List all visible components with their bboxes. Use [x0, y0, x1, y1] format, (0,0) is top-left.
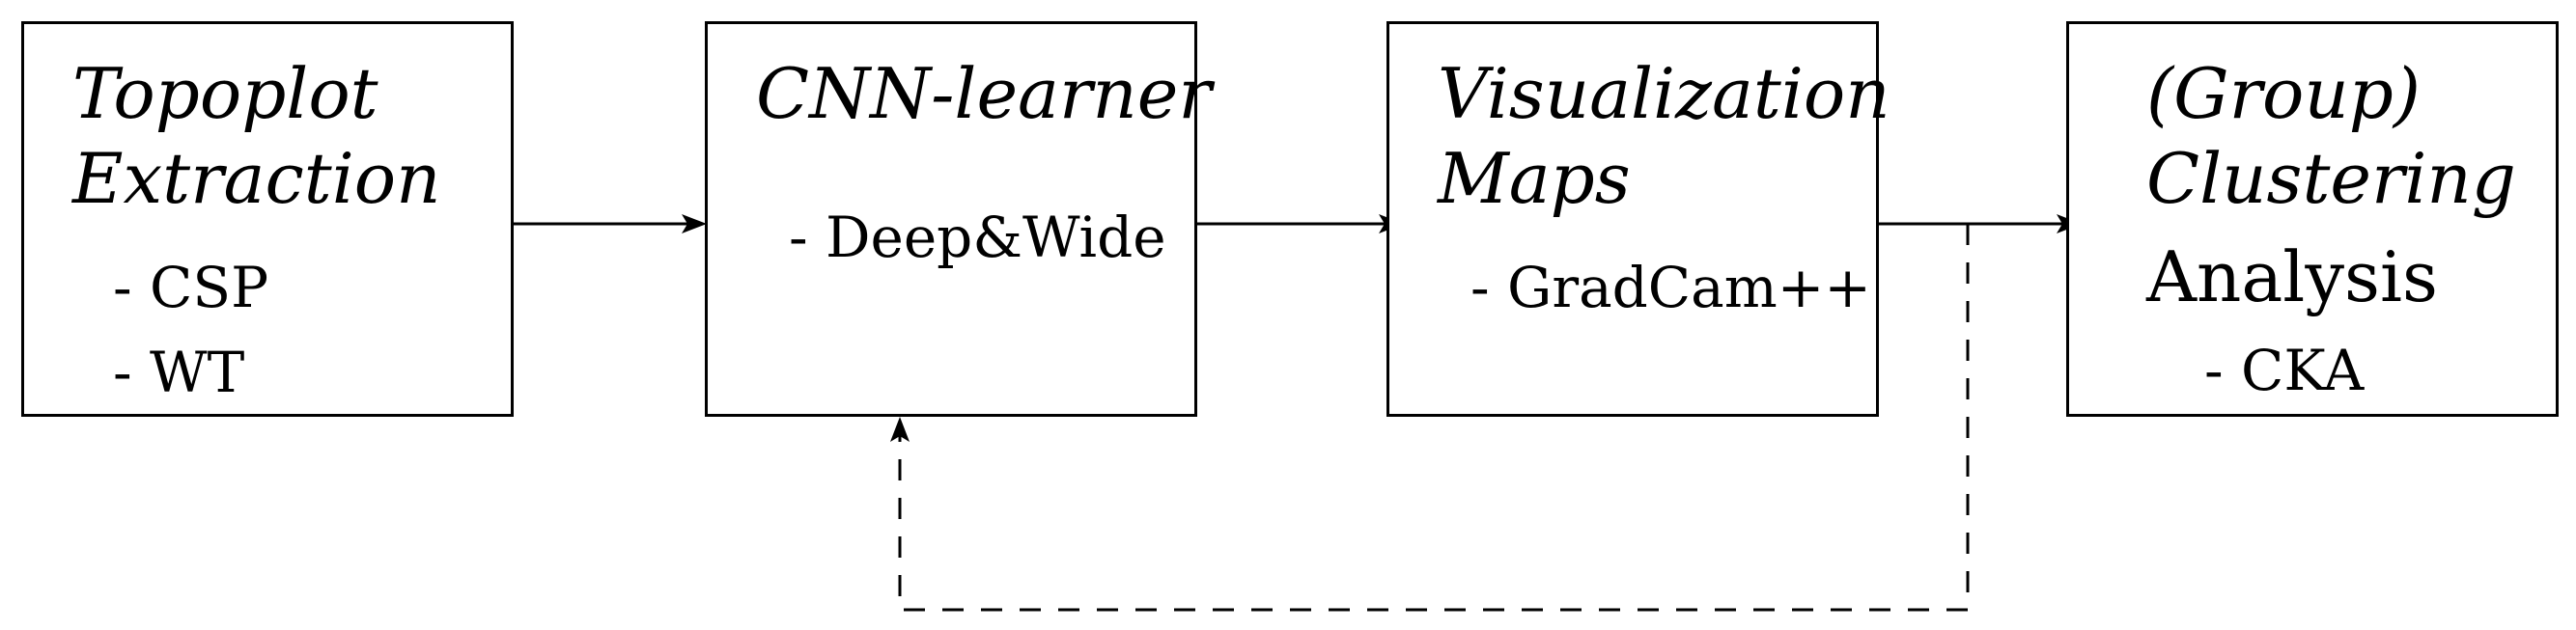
box-title-line: Topoplot	[72, 53, 378, 134]
box-title-line: Maps	[1438, 138, 1631, 219]
arrowhead-extraction-to-cnn	[682, 214, 707, 233]
box-group-clustering-analysis: (Group) Clustering Analysis - CKA	[2066, 21, 2559, 417]
box-item: - Deep&Wide	[789, 205, 1166, 270]
box-title-line: Extraction	[72, 138, 441, 219]
box-item: - GradCam++	[1470, 255, 1871, 320]
arrowhead-feedback	[890, 417, 910, 442]
box-item: - CSP	[113, 255, 269, 320]
box-title-line: (Group)	[2146, 53, 2421, 134]
feedback-dashed-line	[898, 224, 1970, 612]
box-title-line: CNN-learner	[756, 53, 1212, 134]
box-item: - CKA	[2204, 338, 2365, 403]
box-item: - WT	[113, 340, 245, 405]
box-topoplot-extraction: Topoplot Extraction - CSP - WT	[21, 21, 514, 417]
box-subtitle: Analysis	[2146, 236, 2438, 317]
box-cnn-learner: CNN-learner - Deep&Wide	[705, 21, 1212, 417]
box-title-line: Clustering	[2146, 138, 2516, 219]
box-title-line: Visualization	[1438, 53, 1890, 134]
box-visualization-maps: Visualization Maps - GradCam++	[1386, 21, 1890, 417]
